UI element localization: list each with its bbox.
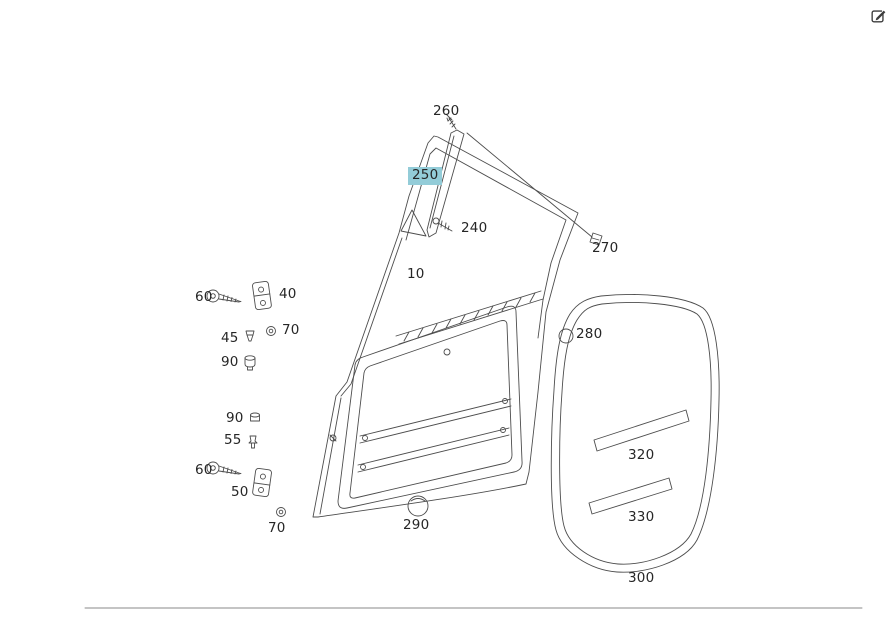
part-label-280[interactable]: 280 [576,326,603,342]
part-label-330[interactable]: 330 [628,509,655,525]
pad-320-drawing [593,409,690,452]
grommet-290-detail [410,498,426,502]
part-label-290[interactable]: 290 [403,517,430,533]
part-label-90-lower[interactable]: 90 [226,410,244,426]
clip-45-drawing [245,330,255,342]
part-label-50[interactable]: 50 [231,484,249,500]
screw-60-lower-drawing [206,461,242,475]
part-label-10[interactable]: 10 [407,266,425,282]
part-label-270[interactable]: 270 [592,240,619,256]
edit-icon[interactable] [868,6,888,26]
buffer-90-upper-drawing [244,355,256,371]
hinge-50-drawing [252,467,272,498]
leader-line-270 [466,132,593,238]
part-label-320[interactable]: 320 [628,447,655,463]
screw-240-drawing [432,217,453,232]
part-label-40[interactable]: 40 [279,286,297,302]
hinge-40-drawing [252,280,272,311]
part-label-70-upper[interactable]: 70 [282,322,300,338]
part-label-90-upper[interactable]: 90 [221,354,239,370]
part-label-45[interactable]: 45 [221,330,239,346]
clip-270-drawing [589,232,603,246]
part-label-240[interactable]: 240 [461,220,488,236]
grommet-70-upper-drawing [266,326,276,336]
part-label-55[interactable]: 55 [224,432,242,448]
part-label-60-upper[interactable]: 60 [195,289,213,305]
door-shell-drawing [312,135,579,518]
part-label-300[interactable]: 300 [628,570,655,586]
pencil-square-glyph [871,10,886,23]
part-label-260[interactable]: 260 [433,103,460,119]
part-label-70-lower[interactable]: 70 [268,520,286,536]
clip-55-drawing [248,435,258,449]
door-seal-300-drawing [550,294,720,573]
screw-260-drawing [445,113,457,130]
pad-330-drawing [588,477,673,515]
part-label-60-lower[interactable]: 60 [195,462,213,478]
grommet-70-lower-drawing [276,507,286,517]
grommet-290-drawing [407,495,429,517]
ring-280-drawing [558,328,574,344]
buffer-90-lower-drawing [250,412,260,422]
part-label-250-selected[interactable]: 250 [408,167,443,185]
screw-60-upper-drawing [206,289,242,303]
